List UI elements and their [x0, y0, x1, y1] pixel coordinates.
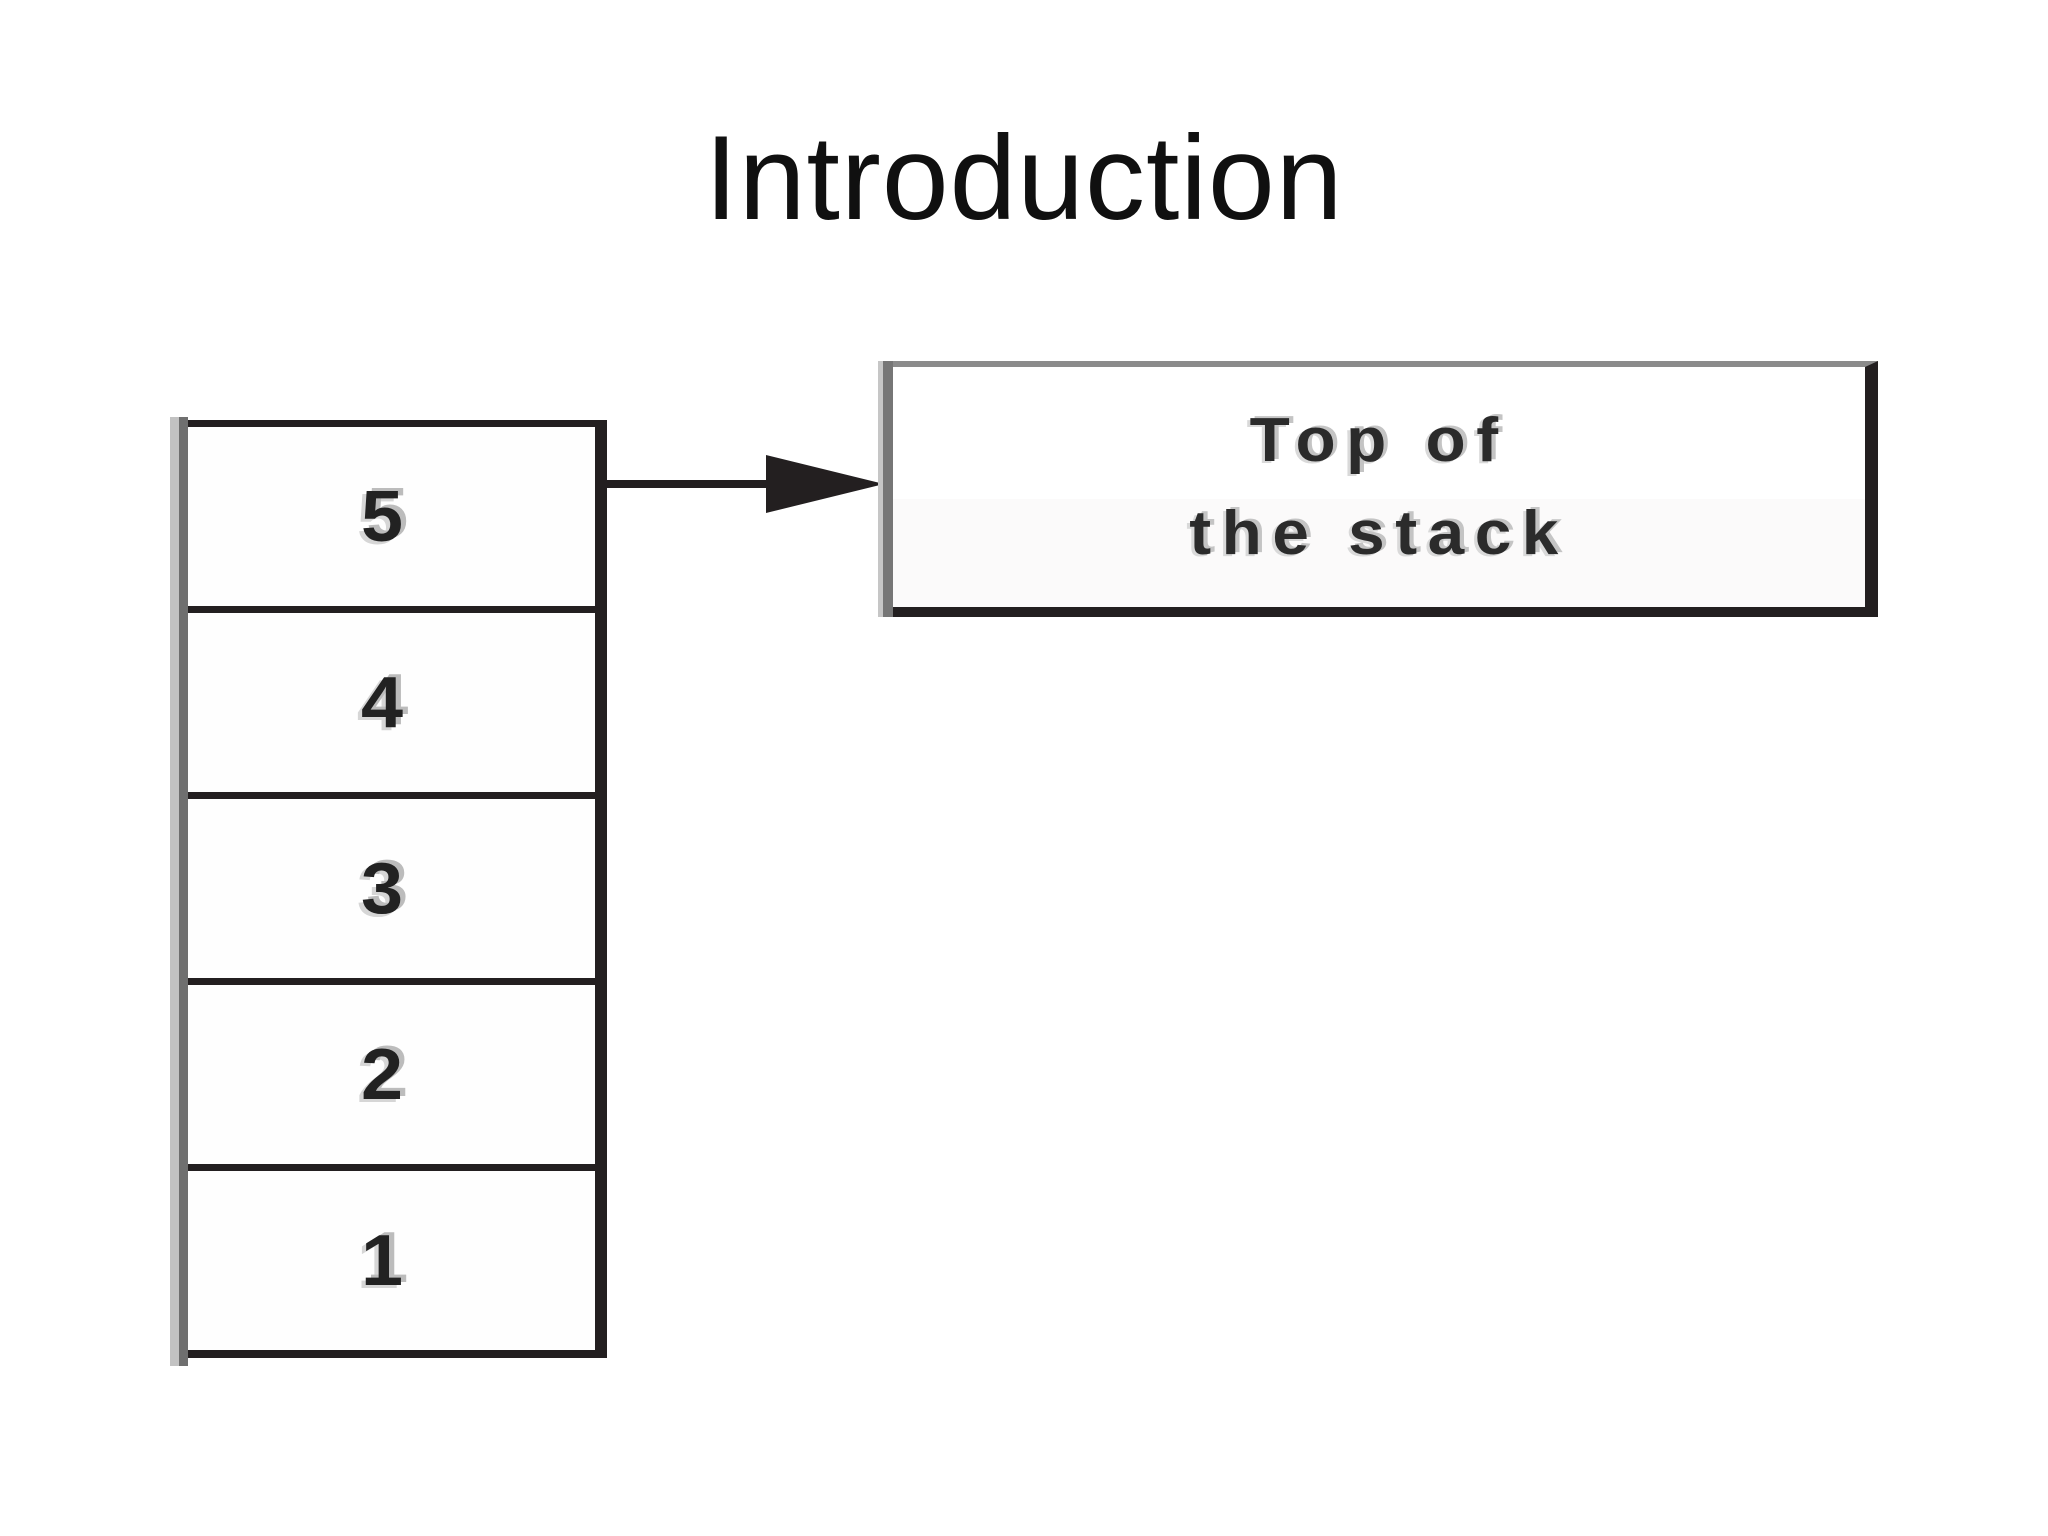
stack-cell: 2: [188, 985, 595, 1171]
topbox-left-shadow: [878, 361, 893, 617]
stack-cell: 1: [188, 1171, 595, 1350]
slide-title: Introduction: [704, 111, 1344, 245]
stack-left-shadow: [170, 417, 188, 1366]
stack-cell-value: 2: [361, 1034, 404, 1115]
top-of-stack-label-line2: the stack: [1189, 499, 1569, 568]
stack-cell-value: 5: [361, 476, 404, 557]
stack-cell: 5: [188, 427, 595, 613]
top-of-stack-label-line1: Top of: [1249, 406, 1509, 475]
right-arrow-icon: [766, 455, 884, 513]
stack-diagram: 5 4 3 2 1: [170, 417, 607, 1366]
stack-cell-value: 1: [361, 1220, 404, 1301]
stack-cell: 4: [188, 613, 595, 799]
top-of-stack-box: Top of the stack: [878, 361, 1878, 617]
topbox-inner: Top of the stack: [893, 361, 1878, 617]
stack-cell-value: 4: [361, 662, 404, 743]
arrow-shaft: [600, 480, 772, 488]
stack-cell-value: 3: [361, 848, 404, 929]
stack-cells: 5 4 3 2 1: [188, 420, 607, 1358]
stack-cell: 3: [188, 799, 595, 985]
